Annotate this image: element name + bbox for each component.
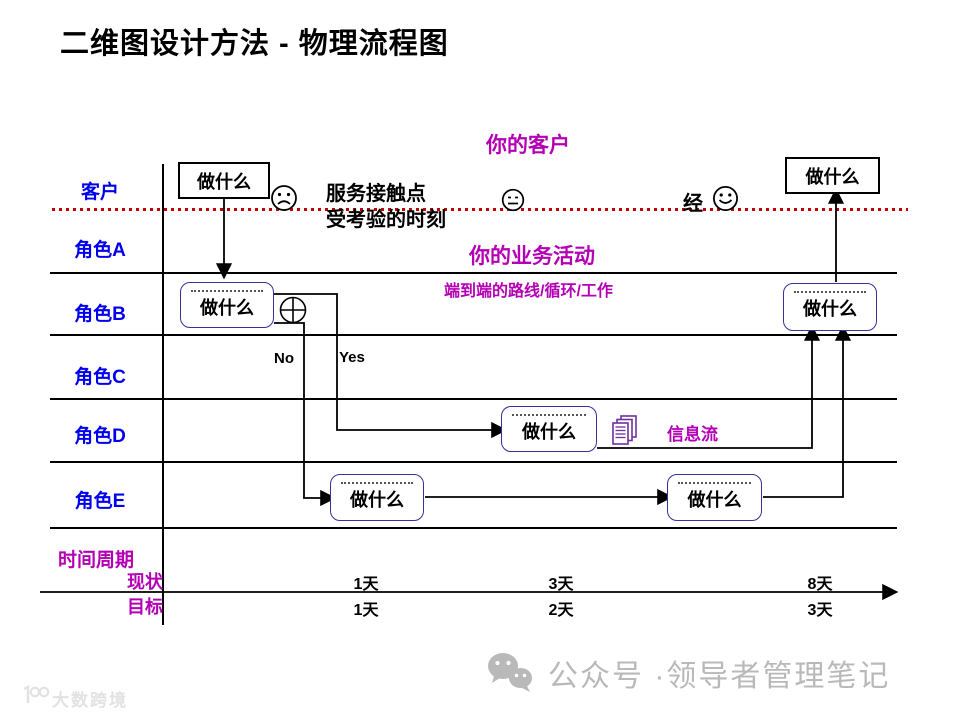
- lane-label-customer: 客户: [80, 182, 119, 203]
- arrow-roleD-to-roleB-right: [597, 324, 821, 449]
- roleE-step-box-left: 做什么: [330, 474, 424, 521]
- customer-step-box-left: 做什么: [178, 162, 270, 199]
- service-touchpoint-dotted-line: [52, 208, 908, 211]
- arrow-yes-branch-to-roleD: [274, 293, 508, 439]
- roleB-step-box-right: 做什么: [783, 283, 877, 331]
- lane-line-4: [50, 461, 897, 463]
- service-touchpoint-text: 服务接触点 受考验的时刻: [326, 181, 446, 233]
- dashu-logo-text: 大数跨境: [52, 691, 128, 710]
- target-day1: 1天: [353, 602, 379, 619]
- lane-line-3: [50, 398, 897, 400]
- lane-line-5: [50, 527, 897, 529]
- end-to-end-label: 端到端的路线/循环/工作: [444, 283, 613, 300]
- customer-step-box-right: 做什么: [785, 157, 880, 194]
- current-day1: 1天: [353, 576, 379, 593]
- lane-label-roleD: 角色D: [74, 426, 126, 447]
- axis-vertical-line: [162, 164, 164, 625]
- lane-line-2: [50, 334, 897, 336]
- lane-label-roleB: 角色B: [74, 304, 126, 325]
- lane-line-1: [50, 272, 897, 274]
- dotted-row: [341, 482, 413, 484]
- roleE-step-box-right: 做什么: [667, 474, 762, 521]
- sad-face-icon: [271, 185, 297, 211]
- documents-icon: [612, 415, 637, 445]
- arrow-roleE-to-roleB-right: [763, 324, 852, 498]
- xor-connector-icon: [279, 296, 307, 324]
- dotted-row: [794, 291, 866, 293]
- arrow-no-branch-to-roleE: [274, 322, 337, 507]
- neutral-face-icon: [501, 188, 525, 212]
- service-touchpoint-line2: 受考验的时刻: [326, 209, 446, 231]
- target-state-label: 目标: [127, 597, 163, 617]
- lane-label-roleE: 角色E: [74, 491, 126, 512]
- roleB-step-label-left: 做什么: [200, 298, 254, 318]
- roleE-step-label-right: 做什么: [687, 490, 742, 510]
- dotted-row: [512, 414, 586, 416]
- lane-label-roleA: 角色A: [74, 240, 126, 261]
- current-day3: 8天: [807, 576, 833, 593]
- dashu-logo-icon: [23, 684, 50, 703]
- roleB-step-label-right: 做什么: [803, 299, 857, 319]
- service-touchpoint-line1: 服务接触点: [326, 183, 426, 205]
- customer-step-label-right: 做什么: [805, 166, 860, 187]
- happy-face-icon: [712, 185, 739, 212]
- lane-label-roleC: 角色C: [74, 367, 126, 388]
- time-cycle-label: 时间周期: [58, 550, 135, 571]
- jing-label: 经: [683, 193, 703, 215]
- target-day2: 2天: [548, 602, 574, 619]
- roleB-step-box-left: 做什么: [180, 282, 274, 328]
- current-state-label: 现状: [127, 572, 163, 592]
- customer-step-label-left: 做什么: [197, 171, 251, 192]
- current-day2: 3天: [548, 576, 574, 593]
- target-day3: 3天: [807, 602, 833, 619]
- your-customer-label: 你的客户: [486, 134, 570, 157]
- dotted-row: [678, 482, 751, 484]
- wechat-icon: [488, 653, 532, 692]
- yes-label: Yes: [339, 349, 365, 366]
- roleD-step-label: 做什么: [522, 422, 576, 442]
- your-business-activity-label: 你的业务活动: [469, 245, 595, 268]
- wechat-watermark-text: 公众号 ·领导者管理笔记: [548, 660, 891, 693]
- info-flow-label: 信息流: [667, 425, 718, 444]
- roleE-step-label-left: 做什么: [350, 490, 404, 510]
- roleD-step-box: 做什么: [501, 406, 597, 452]
- dotted-row: [191, 290, 263, 292]
- page-title: 二维图设计方法 - 物理流程图: [60, 28, 449, 60]
- no-label: No: [274, 350, 294, 367]
